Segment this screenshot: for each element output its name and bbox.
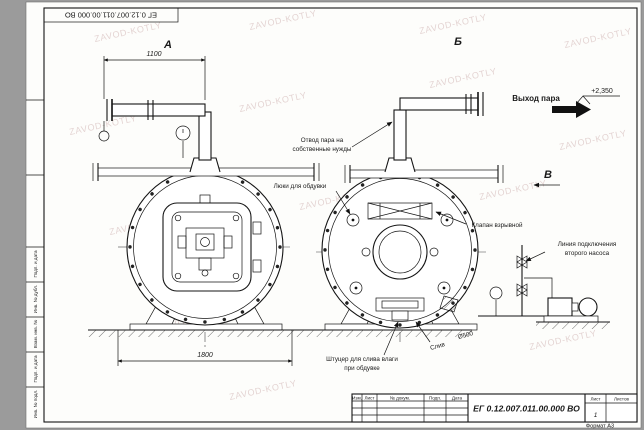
pressure-gauge-left (175, 125, 191, 158)
pressure-gauge-pump (489, 286, 503, 300)
dim-drain-dia: Ø500 (457, 330, 474, 341)
view-label-b: Б (454, 36, 462, 48)
annotations: Отвод пара на собственные нужды Люки для… (274, 121, 617, 372)
ground-hatch (536, 322, 610, 329)
stamp-col-list: Лист (365, 396, 376, 401)
dimension-1100: 1100 (103, 51, 206, 100)
ann-blow-hatches: Люки для обдувки (274, 182, 327, 190)
boiler-rear-view (316, 92, 504, 345)
view-label-a: А (163, 39, 172, 51)
door-hinge (252, 259, 262, 273)
doc-number-stamp: ЕГ 0.12.007.011.00.000 ВО (473, 404, 580, 414)
ann-pump-line-2: второго насоса (565, 250, 610, 257)
ann-drain-fitting-2: при обдувке (344, 364, 380, 372)
format-label: Формат А3 (586, 423, 614, 429)
bottom-hatch (375, 297, 425, 321)
ann-drain-fitting-1: Штуцер для слива влаги (326, 356, 398, 363)
frame-left-label: Инв. № подл. (33, 390, 38, 419)
ann-steam-own-1: Отвод пара на (301, 137, 344, 144)
boiler-front-view: 1100 А 1800 (92, 39, 320, 366)
stamp-sheet-label: Лист (591, 397, 602, 402)
stamp-col-doc: № докум. (390, 396, 410, 401)
stamp-col-date: Дата (452, 396, 463, 401)
steam-pipe-left (98, 99, 221, 173)
stamp-col-izm: Изм. (352, 396, 362, 401)
drawing-frame: Подп. и дата Инв. № дубл. Взам. инв. № П… (26, 7, 638, 423)
ann-drain: Слив (429, 341, 446, 352)
feed-pump-unit (478, 245, 599, 323)
pump-body (547, 297, 573, 317)
ann-pump-line-1: Линия подключения (558, 241, 617, 248)
title-block: Изм. Лист № докум. Подп. Дата ЕГ 0.12.00… (351, 393, 638, 429)
ground-hatch (88, 330, 472, 337)
ann-explosion-valve: Клапан взрывной (471, 221, 522, 229)
stamp-sheet-value: 1 (594, 412, 598, 419)
stamp-sheets-label: Листов (614, 397, 629, 402)
frame-left-label: Подп. и дата (33, 355, 38, 383)
manhole (361, 224, 439, 280)
frame-left-label: Взам. инв. № (33, 320, 38, 349)
flow-arrow (552, 101, 591, 118)
view-label-v: В (544, 169, 552, 181)
steam-pipe-right (384, 92, 484, 173)
valve (516, 283, 528, 297)
doc-number-top: ЕГ 0.12.007.011.00.000 ВО (65, 11, 157, 20)
pump-base (543, 315, 599, 323)
ann-steam-own-2: собственные нужды (293, 145, 352, 153)
valve (516, 255, 528, 269)
steam-outlet-callout: Выход пара +2,350 (512, 88, 620, 118)
valve-handwheel (98, 130, 110, 142)
dim-width-bottom: 1800 (197, 352, 213, 359)
blowdown-header-rear (344, 165, 504, 183)
ground (88, 321, 610, 337)
rear-fittings (346, 213, 454, 295)
door-hinge (252, 221, 262, 235)
dim-width-top: 1100 (146, 51, 161, 58)
drain-funnel (439, 295, 459, 313)
level-mark: +2,350 (591, 88, 613, 95)
explosion-valve (367, 202, 433, 220)
view-v-callout: В (533, 169, 560, 188)
frame-left-label: Подп. и дата (33, 250, 38, 278)
burner-door (162, 194, 262, 292)
frame-left-label: Инв. № дубл. (33, 285, 38, 313)
steam-out-label: Выход пара (512, 94, 560, 103)
stamp-col-sign: Подп. (429, 396, 441, 401)
pump-motor (578, 297, 598, 317)
lifting-lug (199, 194, 211, 204)
